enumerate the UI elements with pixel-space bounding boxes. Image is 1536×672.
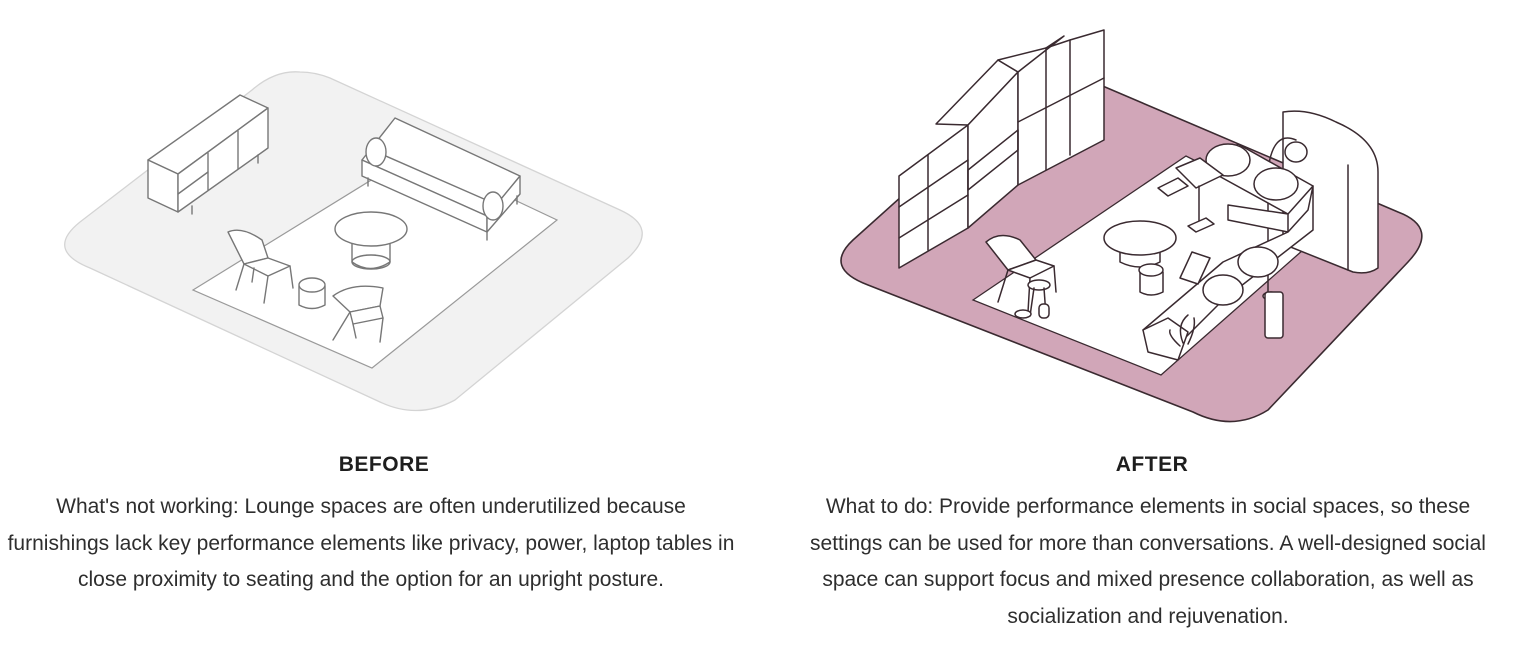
sectional-sofa [1142,143,1314,361]
lounge-chair [227,229,294,304]
lounge-chair [332,285,384,343]
after-description: What to do: Provide performance elements… [810,495,1486,628]
after-illustration [840,29,1423,423]
coffee-table [1103,220,1177,268]
lounge-chair [985,234,1057,313]
coffee-table [334,211,408,270]
sideboard [147,94,269,215]
sofa [361,117,521,241]
laptop-tray [1179,251,1211,285]
before-heading: BEFORE [338,453,430,476]
before-panel: BEFORE What's not working: Lounge spaces… [7,71,735,591]
side-stool [298,277,326,310]
side-stool [1138,263,1164,296]
before-description: What's not working: Lounge spaces are of… [7,495,735,591]
laptop-table [1157,157,1224,233]
before-illustration [64,71,643,412]
shelving-unit [898,29,1105,269]
after-heading: AFTER [1115,453,1189,476]
side-table [1014,279,1051,319]
after-panel: AFTER What to do: Provide performance el… [768,0,1536,672]
planter [1168,314,1196,347]
